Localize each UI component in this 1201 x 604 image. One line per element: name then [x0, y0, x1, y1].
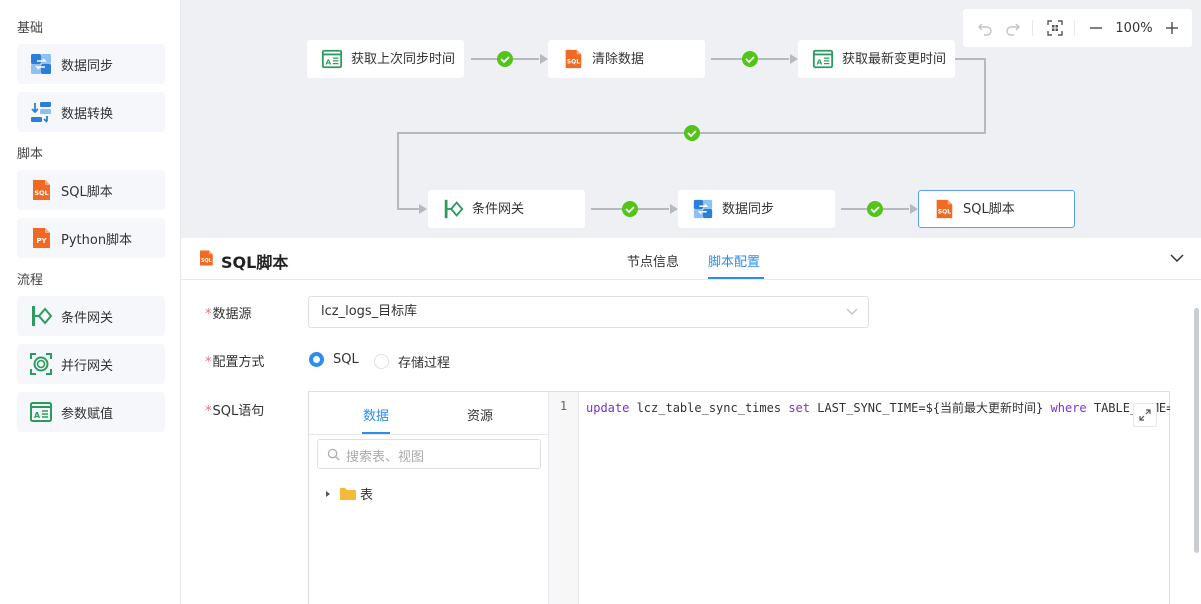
radio-circle-checked: [309, 352, 324, 367]
data-transform-icon: [29, 100, 53, 124]
flow-node-clear-data[interactable]: SQL 清除数据: [548, 40, 705, 78]
palette-item-param-assign[interactable]: A 参数赋值: [17, 392, 165, 432]
tree-tab-resource[interactable]: 资源: [467, 409, 494, 424]
tab-script-config[interactable]: 脚本配置: [708, 255, 761, 270]
sql-statement-label: *SQL语句: [205, 404, 265, 419]
condition-gateway-icon: [29, 304, 53, 328]
radio-stored-procedure[interactable]: 存储过程: [374, 352, 450, 371]
chevron-down-icon[interactable]: [1169, 250, 1185, 266]
flow-canvas[interactable]: A 获取上次同步时间 SQL 清除数据 A 获取最新变更时间 条件网关 数据同步…: [181, 0, 1201, 238]
panel-header: SQL SQL脚本 节点信息 脚本配置: [181, 238, 1201, 280]
param-assign-icon: A: [812, 48, 834, 70]
node-label: 获取上次同步时间: [351, 51, 456, 67]
palette-item-data-transform[interactable]: 数据转换: [17, 92, 165, 132]
palette-item-sql-script[interactable]: SQL SQL脚本: [17, 170, 165, 210]
palette-item-label: Python脚本: [61, 232, 133, 248]
palette-item-label: SQL脚本: [61, 184, 113, 200]
fit-view-icon[interactable]: [1045, 9, 1065, 47]
node-label: 清除数据: [592, 51, 645, 67]
tab-node-info[interactable]: 节点信息: [627, 255, 680, 270]
toolbar-divider: [1032, 20, 1033, 36]
svg-text:SQL: SQL: [201, 258, 212, 264]
svg-text:A: A: [816, 58, 822, 67]
zoom-level: 100%: [1115, 20, 1153, 36]
search-placeholder: 搜索表、视图: [346, 450, 425, 465]
canvas-toolbar: 100%: [963, 9, 1192, 47]
success-check-icon: [497, 51, 883, 217]
config-method-label: *配置方式: [205, 355, 265, 370]
sql-icon: SQL: [29, 178, 53, 202]
data-sync-icon: [29, 52, 53, 76]
palette-item-label: 参数赋值: [61, 406, 114, 422]
search-input[interactable]: 搜索表、视图: [317, 439, 541, 469]
sql-icon: SQL: [933, 198, 955, 220]
flow-connectors: [397, 51, 986, 217]
sql-icon: SQL: [562, 48, 584, 70]
datasource-select[interactable]: lcz_logs_目标库: [308, 296, 869, 328]
sql-code-editor[interactable]: update lcz_table_sync_times set LAST_SYN…: [586, 401, 1170, 415]
flow-node-get-latest-change-time[interactable]: A 获取最新变更时间: [798, 40, 955, 78]
node-label: 获取最新变更时间: [842, 51, 947, 67]
svg-text:A: A: [34, 411, 41, 420]
palette-item-parallel-gateway[interactable]: 并行网关: [17, 344, 165, 384]
zoom-out-icon[interactable]: [1086, 9, 1106, 47]
flow-node-get-last-sync-time[interactable]: A 获取上次同步时间: [307, 40, 464, 78]
python-icon: PY: [29, 226, 53, 250]
active-tab-indicator: [708, 277, 764, 279]
condition-gateway-icon: [442, 198, 464, 220]
node-palette: 基础 数据同步 数据转换 脚本 SQL SQL脚本 PY Python脚本 流程…: [0, 0, 181, 604]
sql-editor-area: 数据 资源 搜索表、视图 表 1 update lcz_table_sy: [308, 391, 1170, 604]
line-number-gutter: 1: [549, 392, 579, 604]
node-config-panel: SQL SQL脚本 节点信息 脚本配置 *数据源 lcz_logs_目标库 *配…: [181, 238, 1201, 604]
svg-text:A: A: [325, 58, 331, 67]
svg-text:SQL: SQL: [567, 59, 580, 66]
svg-text:SQL: SQL: [938, 209, 951, 216]
section-script: 脚本: [17, 147, 44, 162]
radio-circle: [374, 354, 389, 369]
datasource-value: lcz_logs_目标库: [321, 304, 418, 319]
caret-right-icon[interactable]: [323, 490, 333, 498]
active-tab-indicator: [362, 432, 390, 434]
palette-item-label: 并行网关: [61, 358, 114, 374]
node-label: SQL脚本: [963, 201, 1015, 217]
fullscreen-icon[interactable]: [1133, 403, 1157, 427]
palette-item-label: 数据同步: [61, 58, 114, 74]
node-label: 数据同步: [722, 201, 775, 217]
param-assign-icon: A: [29, 400, 53, 424]
tree-node-tables[interactable]: 表: [323, 484, 373, 503]
node-label: 条件网关: [472, 201, 525, 217]
search-icon: [327, 448, 340, 461]
panel-title: SQL脚本: [221, 253, 289, 272]
palette-item-data-sync[interactable]: 数据同步: [17, 44, 165, 84]
svg-text:SQL: SQL: [34, 189, 48, 197]
flow-node-data-sync[interactable]: 数据同步: [678, 190, 835, 228]
palette-item-label: 条件网关: [61, 310, 114, 326]
parallel-gateway-icon: [29, 352, 53, 376]
data-sync-icon: [692, 198, 714, 220]
scrollbar-thumb[interactable]: [1194, 308, 1199, 553]
object-browser: 数据 资源 搜索表、视图 表: [309, 392, 549, 604]
svg-text:PY: PY: [36, 237, 47, 245]
flow-node-sql-script-selected[interactable]: SQL SQL脚本: [918, 190, 1075, 228]
flow-node-condition-gateway[interactable]: 条件网关: [428, 190, 585, 228]
param-assign-icon: A: [321, 48, 343, 70]
folder-icon: [340, 487, 356, 500]
section-flow: 流程: [17, 273, 44, 288]
palette-item-condition-gateway[interactable]: 条件网关: [17, 296, 165, 336]
sql-icon: SQL: [197, 249, 215, 267]
section-basic: 基础: [17, 21, 44, 36]
redo-icon[interactable]: [1003, 9, 1023, 47]
toolbar-divider: [1074, 20, 1075, 36]
chevron-down-icon: [846, 306, 858, 318]
undo-icon[interactable]: [975, 9, 995, 47]
palette-item-label: 数据转换: [61, 106, 114, 122]
palette-item-python-script[interactable]: PY Python脚本: [17, 218, 165, 258]
tree-tab-data[interactable]: 数据: [363, 409, 390, 424]
radio-sql[interactable]: SQL: [309, 352, 359, 367]
zoom-in-icon[interactable]: [1162, 9, 1182, 47]
datasource-label: *数据源: [205, 307, 252, 322]
